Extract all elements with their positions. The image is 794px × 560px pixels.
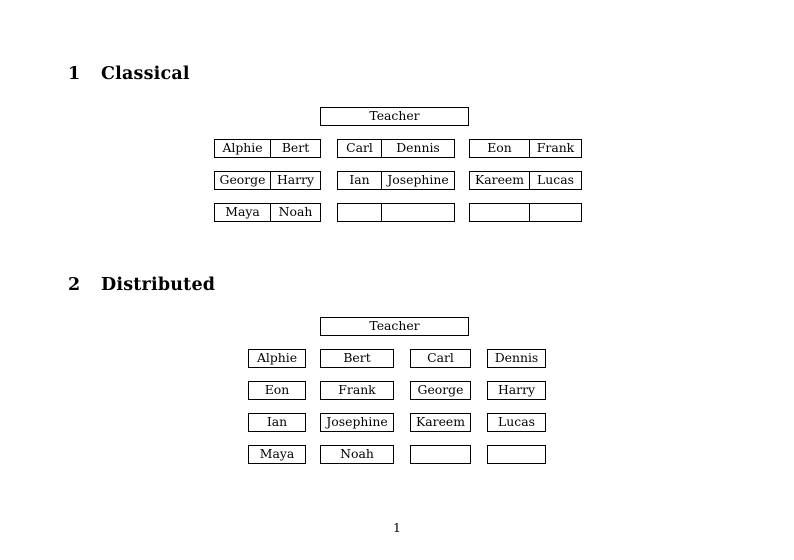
student-cell[interactable]: Harry [270,172,320,189]
student-cell[interactable]: Carl [346,140,373,156]
student-cell[interactable] [338,204,381,221]
student-pair-group: Ian Josephine [337,171,455,190]
student-cell[interactable]: Ian [248,413,306,432]
student-cell[interactable]: Carl [410,349,471,368]
student-cell[interactable]: Eon [487,140,512,156]
student-pair-group: Alphie Bert [214,139,321,158]
section-heading-2: 2 Distributed [68,275,215,295]
student-cell[interactable]: Kareem [410,413,471,432]
section-heading-1: 1 Classical [68,64,190,84]
student-pair-group: Eon Frank [469,139,582,158]
student-cell[interactable]: Noah [270,204,320,221]
student-cell[interactable] [381,204,454,221]
student-cell[interactable]: Maya [225,204,260,220]
student-cell[interactable] [470,204,529,221]
student-cell[interactable]: Josephine [320,413,394,432]
student-cell[interactable]: Eon [248,381,306,400]
student-cell[interactable]: Maya [248,445,306,464]
section-title: Classical [101,64,190,84]
student-cell[interactable]: Frank [320,381,394,400]
teacher-box[interactable]: Teacher [320,317,469,336]
student-cell[interactable] [410,445,471,464]
student-pair-group: Maya Noah [214,203,321,222]
student-pair-group: Carl Dennis [337,139,455,158]
student-cell[interactable]: Alphie [248,349,306,368]
student-cell[interactable]: Dennis [381,140,454,157]
teacher-box[interactable]: Teacher [320,107,469,126]
student-cell[interactable]: Bert [320,349,394,368]
student-cell[interactable]: George [219,172,266,188]
section-title: Distributed [101,275,216,295]
student-pair-group: Kareem Lucas [469,171,582,190]
student-cell[interactable]: Frank [529,140,581,157]
student-cell[interactable]: Dennis [487,349,546,368]
student-cell[interactable]: Harry [487,381,546,400]
page-number: 1 [393,520,401,535]
student-cell[interactable]: Kareem [475,172,524,188]
student-cell[interactable]: Bert [270,140,320,157]
student-cell[interactable]: Lucas [487,413,546,432]
student-cell[interactable]: Alphie [222,140,263,156]
student-cell[interactable]: Ian [349,172,370,188]
student-pair-group [337,203,455,222]
student-cell[interactable]: George [410,381,471,400]
student-pair-group [469,203,582,222]
section-number: 1 [68,64,81,84]
student-cell[interactable]: Noah [320,445,394,464]
section-number: 2 [68,275,81,295]
student-cell[interactable]: Lucas [529,172,581,189]
student-cell[interactable] [529,204,581,221]
student-cell[interactable] [487,445,546,464]
student-cell[interactable]: Josephine [381,172,454,189]
